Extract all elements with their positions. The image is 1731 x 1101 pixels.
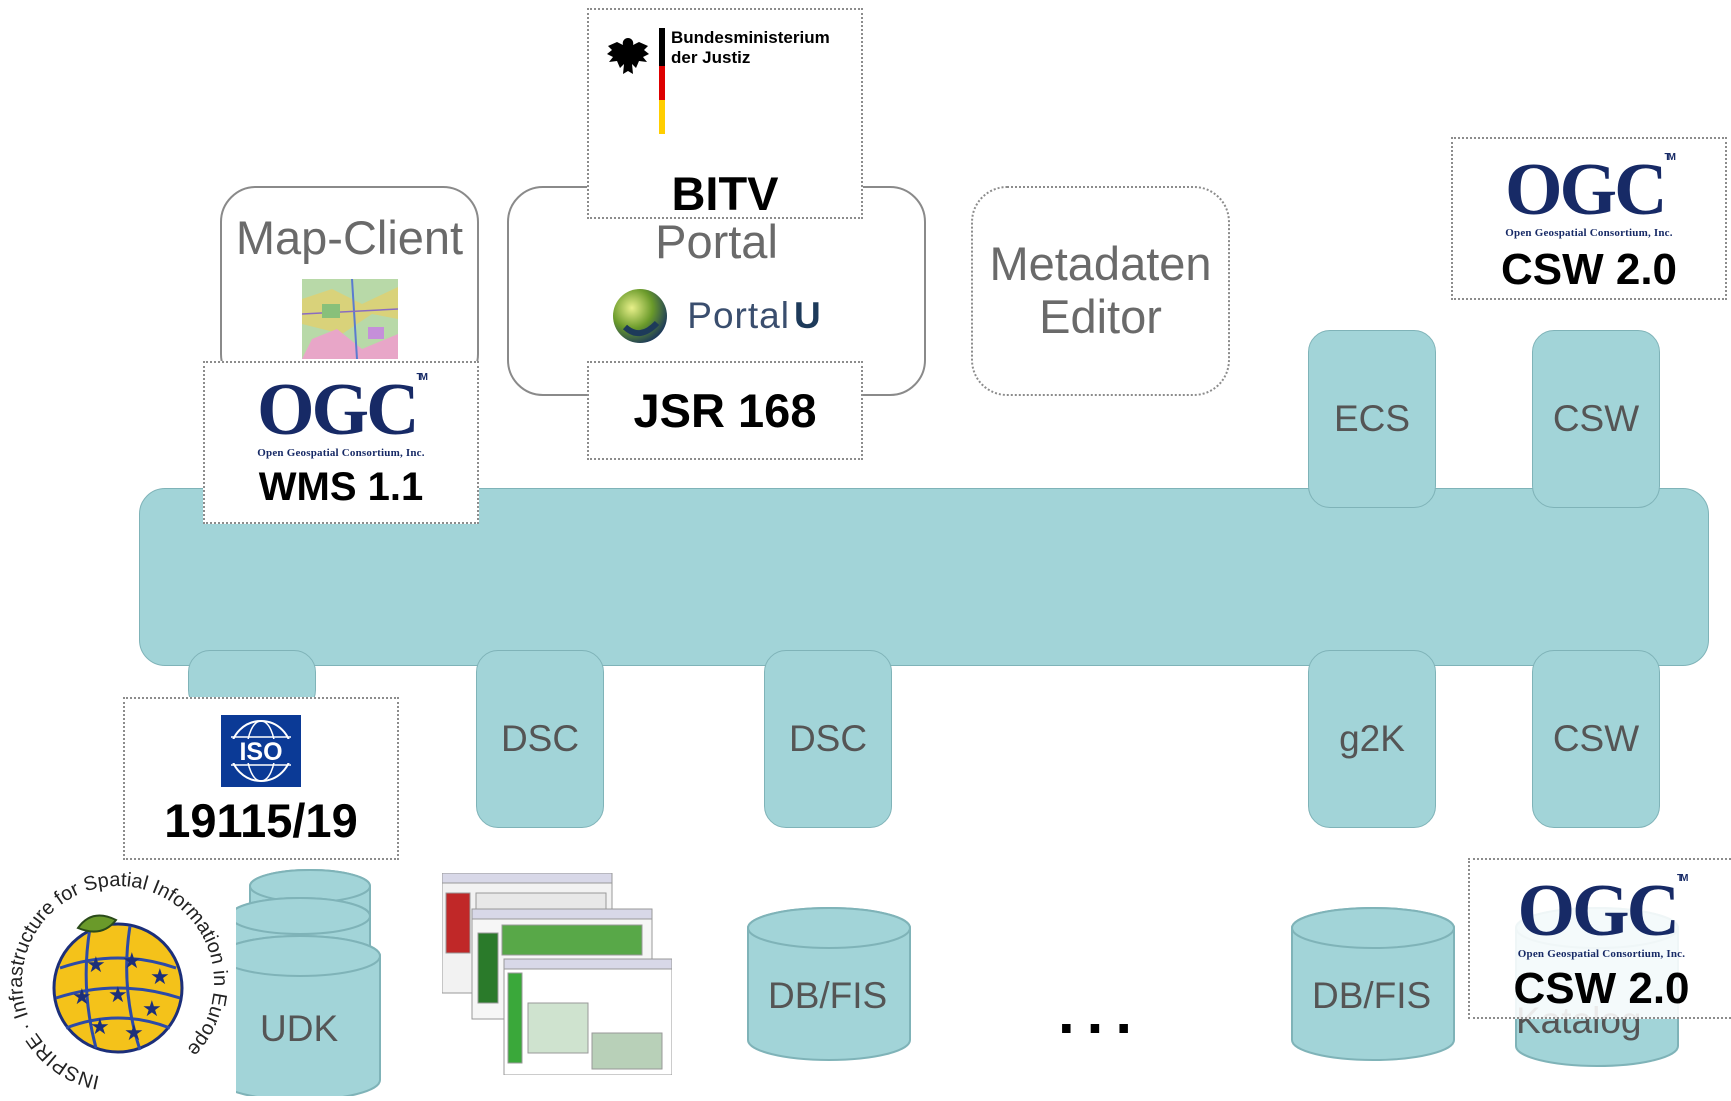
inspire-emblem-icon: INSPIRE · Infrastructure for Spatial Inf…	[5, 869, 231, 1093]
dbfis-datastore-1	[747, 907, 911, 1061]
iso-logo-icon: ISO	[221, 715, 301, 787]
metadata-editor-title: Metadaten Editor	[989, 238, 1211, 343]
bitv-label: BITV	[671, 167, 779, 220]
ogc-logo-csw-bottom-tm: TM	[1677, 873, 1689, 884]
connector-dsc-2: DSC	[764, 650, 892, 828]
ogc-logo-csw-top-text: OGC	[1504, 149, 1668, 231]
map-thumbnail-icon	[301, 279, 398, 359]
website-screenshots-icon	[441, 872, 673, 1076]
connector-csw-bottom: CSW	[1532, 650, 1660, 828]
csw-top-card: OGCTM Open Geospatial Consortium, Inc. C…	[1451, 137, 1727, 300]
svg-text:★: ★	[122, 948, 142, 973]
metadata-editor-box: Metadaten Editor	[971, 186, 1230, 396]
portalu-globe-icon	[613, 289, 668, 343]
svg-text:★: ★	[142, 996, 162, 1021]
bmj-line2: der Justiz	[671, 47, 751, 67]
iso-card: ISO 19115/19	[123, 697, 399, 860]
iso-logo-text: ISO	[239, 738, 282, 766]
ogc-logo-csw-top-tm: TM	[1664, 152, 1677, 163]
connector-csw-top-label: CSW	[1552, 398, 1640, 439]
ogc-logo-csw-bottom-text: OGC	[1517, 870, 1680, 952]
portalu-logo-word: Portal	[687, 295, 790, 336]
wms-label: WMS 1.1	[258, 465, 424, 509]
flag-black-stripe	[659, 28, 665, 66]
svg-text:★: ★	[124, 1020, 144, 1045]
ogc-logo-csw-top-subtitle: Open Geospatial Consortium, Inc.	[1505, 227, 1673, 239]
metadata-editor-line1: Metadaten	[989, 237, 1212, 291]
ogc-logo-csw-top: OGCTM Open Geospatial Consortium, Inc.	[1505, 152, 1677, 240]
svg-text:★: ★	[150, 964, 170, 989]
metadata-editor-line2: Editor	[1039, 290, 1162, 343]
bmj-logo: Bundesministerium der Justiz	[589, 10, 861, 134]
wms-card: OGCTM Open Geospatial Consortium, Inc. W…	[203, 361, 479, 524]
jsr-label: JSR 168	[633, 384, 817, 437]
portalu-logo-u: U	[793, 295, 822, 336]
map-client-box: Map-Client	[220, 186, 479, 390]
portal-title: Portal	[655, 215, 778, 268]
iso-label: 19115/19	[164, 794, 358, 847]
bmj-flag	[659, 28, 665, 134]
website-screenshots	[441, 872, 673, 1076]
csw-top-label: CSW 2.0	[1500, 245, 1678, 294]
connector-g2k-label: g2K	[1339, 718, 1405, 759]
bmj-text: Bundesministerium der Justiz	[671, 28, 830, 67]
svg-text:★: ★	[86, 952, 106, 977]
svg-text:★: ★	[72, 984, 92, 1009]
federal-eagle-icon	[607, 38, 649, 74]
ogc-logo-csw-bottom: OGCTM Open Geospatial Consortium, Inc.	[1517, 873, 1689, 961]
bmj-line1: Bundesministerium	[671, 28, 830, 47]
more-ellipsis: ...	[1058, 979, 1145, 1046]
csw-bottom-card: OGCTM Open Geospatial Consortium, Inc. C…	[1468, 858, 1731, 1019]
dbfis-label-1: DB/FIS	[768, 975, 888, 1016]
ogc-logo-wms-text: OGC	[256, 369, 420, 451]
ogc-logo-wms: OGCTM Open Geospatial Consortium, Inc.	[257, 372, 429, 460]
connector-dsc-1-label: DSC	[500, 718, 580, 759]
connector-csw-top: CSW	[1532, 330, 1660, 508]
map-client-title: Map-Client	[235, 211, 464, 264]
bitv-card: Bundesministerium der Justiz BITV	[587, 8, 863, 220]
ogc-logo-csw-bottom-subtitle: Open Geospatial Consortium, Inc.	[1517, 948, 1686, 960]
flag-gold-stripe	[659, 100, 665, 134]
svg-text:★: ★	[108, 982, 128, 1007]
dbfis-datastore-2	[1291, 907, 1455, 1061]
connector-g2k: g2K	[1308, 650, 1436, 828]
jsr-card: JSR 168	[587, 361, 863, 460]
connector-dsc-2-label: DSC	[788, 718, 868, 759]
csw-bottom-label: CSW 2.0	[1513, 964, 1690, 1013]
dbfis-label-2: DB/FIS	[1312, 975, 1432, 1016]
connector-dsc-1: DSC	[476, 650, 604, 828]
ogc-logo-wms-subtitle: Open Geospatial Consortium, Inc.	[257, 447, 425, 459]
inspire-logo: INSPIRE · Infrastructure for Spatial Inf…	[0, 868, 236, 1096]
udk-label: UDK	[260, 1008, 339, 1049]
connector-ecs-label: ECS	[1333, 398, 1411, 439]
connector-ecs: ECS	[1308, 330, 1436, 508]
svg-text:★: ★	[90, 1014, 110, 1039]
ogc-logo-wms-tm: TM	[416, 372, 429, 383]
connector-csw-bottom-label: CSW	[1552, 718, 1640, 759]
udk-datastore	[219, 869, 381, 1096]
flag-red-stripe	[659, 66, 665, 100]
